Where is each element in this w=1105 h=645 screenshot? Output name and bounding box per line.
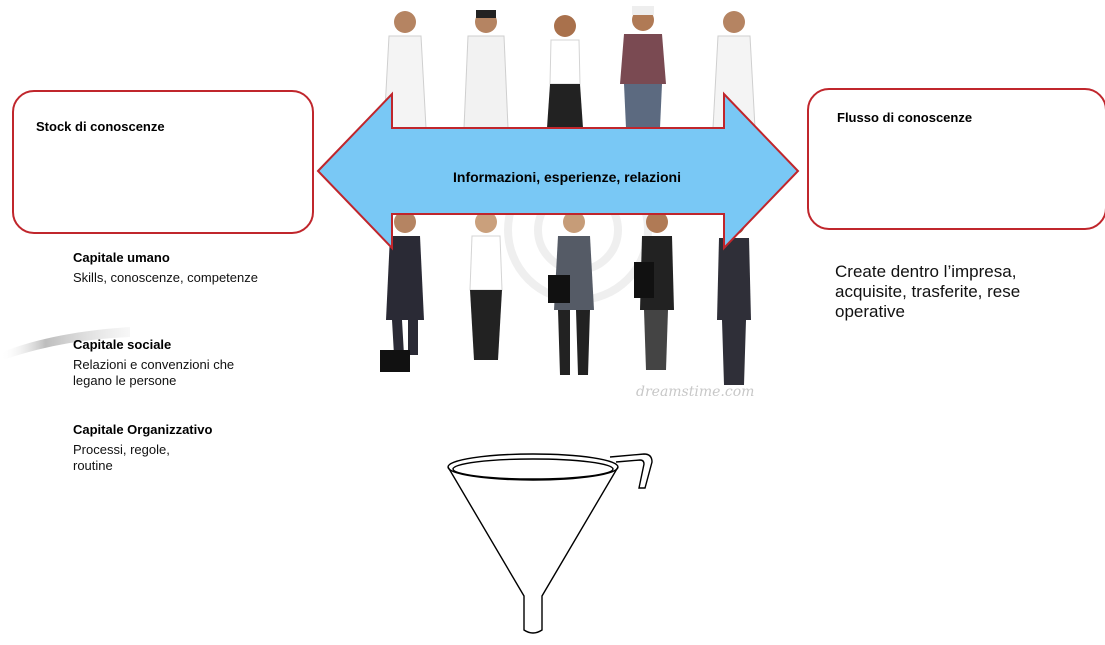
stock-box: Stock di conoscenze (12, 90, 314, 234)
photo-watermark: dreamstime.com (636, 384, 755, 400)
capital-sociale: Capitale sociale Relazioni e convenzioni… (73, 337, 263, 389)
flow-box: Flusso di conoscenze (807, 88, 1105, 230)
funnel-icon (440, 440, 660, 640)
capital-organizzativo-desc: Processi, regole, routine (73, 442, 170, 473)
capital-sociale-title: Capitale sociale (73, 337, 172, 352)
gray-smudge (0, 323, 130, 363)
capital-sociale-desc: Relazioni e convenzioni che legano le pe… (73, 357, 235, 388)
capital-umano: Capitale umano Skills, conoscenze, compe… (73, 250, 263, 286)
flow-description: Create dentro l’impresa, acquisite, tras… (835, 262, 1021, 321)
double-arrow (310, 88, 810, 268)
capital-organizzativo-title: Capitale Organizzativo (73, 422, 213, 437)
capital-umano-title: Capitale umano (73, 250, 170, 265)
capital-organizzativo: Capitale Organizzativo Processi, regole,… (73, 422, 213, 474)
flow-box-title: Flusso di conoscenze (837, 110, 973, 125)
arrow-label: Informazioni, esperienze, relazioni (453, 169, 681, 185)
capital-umano-desc: Skills, conoscenze, competenze (73, 270, 258, 285)
stock-box-title: Stock di conoscenze (36, 119, 165, 134)
